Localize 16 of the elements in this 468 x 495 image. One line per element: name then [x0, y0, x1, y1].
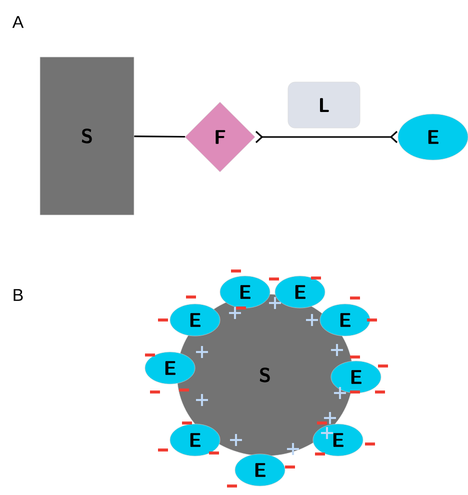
panel-label: A: [12, 16, 24, 28]
ellipse-node: E: [398, 114, 468, 160]
ellipse-node: E: [220, 276, 270, 308]
connector: [255, 130, 398, 144]
ellipse-node: E: [320, 304, 370, 336]
ellipse-node: E: [170, 304, 220, 336]
ellipse-node: E: [330, 360, 382, 394]
ellipse-node: E: [312, 424, 364, 456]
panel-label: B: [14, 289, 23, 301]
rounded-box: L: [288, 82, 360, 128]
connector: [134, 136, 186, 138]
ellipse-node: E: [170, 424, 220, 456]
rectangle-box: S: [40, 56, 134, 216]
ellipse-node: E: [144, 352, 196, 384]
ellipse-node: E: [274, 276, 326, 308]
ellipse-node: E: [234, 454, 286, 486]
